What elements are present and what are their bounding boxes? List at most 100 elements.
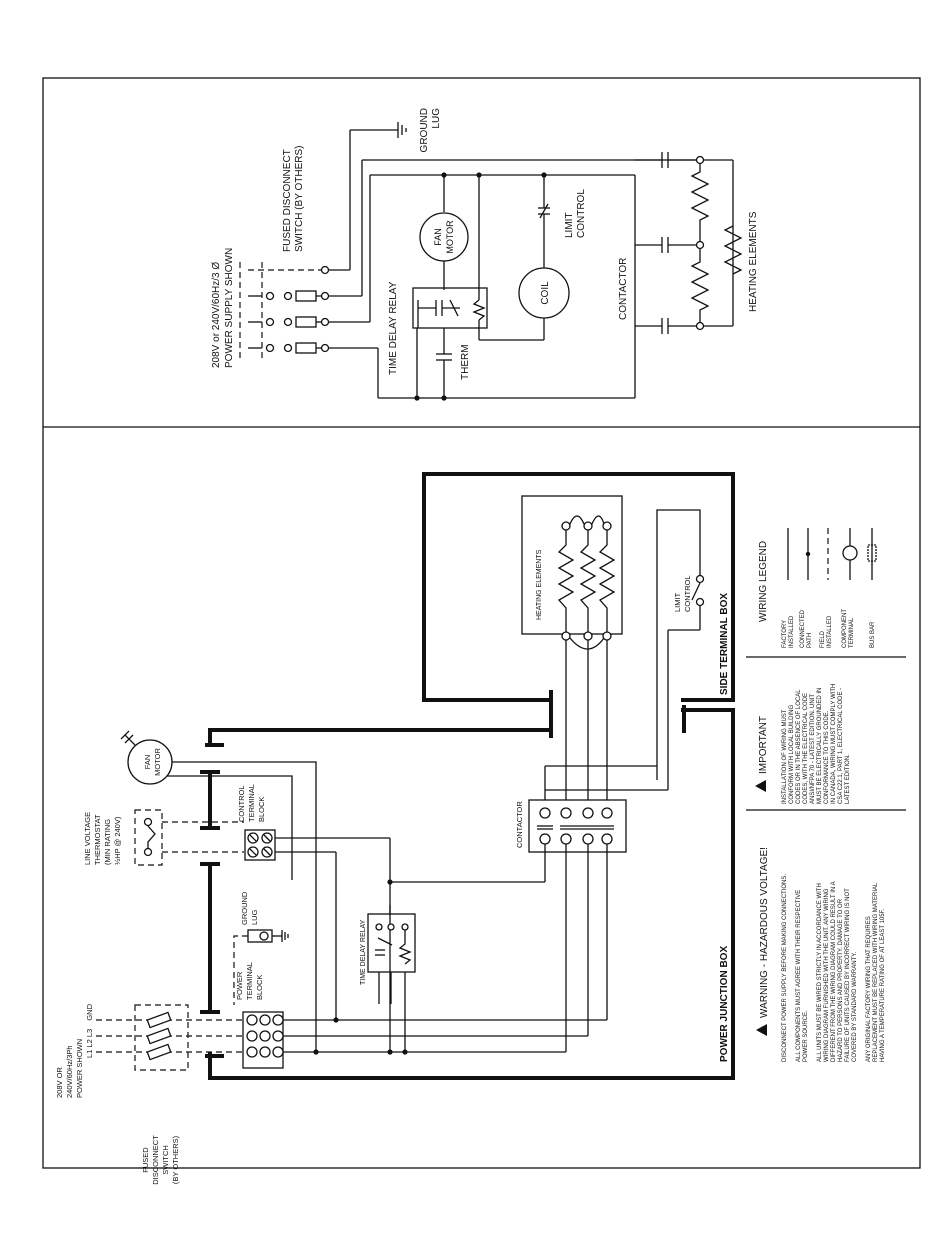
side-terminal-box-label: SIDE TERMINAL BOX	[719, 593, 730, 695]
svg-text:240V/60Hz/3Ph: 240V/60Hz/3Ph	[65, 1045, 74, 1098]
svg-text:DIFFERENT FROM THE WIRING DIAG: DIFFERENT FROM THE WIRING DIAGRAM COULD …	[831, 881, 837, 1062]
important-body: INSTALLATION OF WIRING MUST CONFORM WITH…	[782, 684, 851, 804]
svg-text:MOTOR: MOTOR	[445, 220, 455, 254]
svg-text:CSA C22.1, PART 1, ELECTRICAL: CSA C22.1, PART 1, ELECTRICAL CODE -	[838, 688, 844, 804]
svg-text:ALL COMPONENTS MUST AGREE WITH: ALL COMPONENTS MUST AGREE WITH THEIR RES…	[796, 890, 802, 1062]
bus-bar-icon	[867, 544, 877, 562]
svg-text:!: !	[761, 1031, 767, 1033]
svg-text:!: !	[760, 787, 766, 789]
svg-text:FAN: FAN	[143, 755, 152, 770]
svg-text:BLOCK: BLOCK	[257, 797, 266, 822]
svg-text:LATEST EDITION.: LATEST EDITION.	[845, 754, 851, 804]
ground-icon	[281, 930, 289, 942]
svg-text:(MIN RATING: (MIN RATING	[103, 819, 112, 865]
svg-text:TIME DELAY RELAY: TIME DELAY RELAY	[388, 281, 399, 375]
svg-text:POWER SHOWN: POWER SHOWN	[75, 1039, 84, 1098]
time-delay-relay-label: TIME DELAY RELAY	[360, 919, 367, 985]
svg-text:CONTACTOR: CONTACTOR	[515, 801, 524, 848]
svg-text:TIME DELAY RELAY: TIME DELAY RELAY	[360, 919, 367, 985]
svg-text:SWITCH (BY OTHERS): SWITCH (BY OTHERS)	[294, 146, 305, 252]
power-junction-box	[208, 708, 735, 1080]
wiring-diagram: SIDE TERMINAL BOX HEATING ELEMENTS LIMIT…	[55, 472, 735, 1185]
svg-text:208V or 240V/60Hz/3 Ø: 208V or 240V/60Hz/3 Ø	[211, 262, 222, 368]
legend-bus-bar: BUS BAR	[870, 621, 876, 648]
schematic-contactor	[635, 152, 697, 334]
svg-text:REPLACEMENT MUST BE REPLACED W: REPLACEMENT MUST BE REPLACED WITH WIRING…	[873, 882, 879, 1062]
warning-body: DISCONNECT POWER SUPPLY BEFORE MAKING CO…	[782, 874, 886, 1062]
svg-text:DISCONNECT POWER SUPPLY BEFORE: DISCONNECT POWER SUPPLY BEFORE MAKING CO…	[782, 874, 788, 1062]
svg-text:POWER SUPPLY SHOWN: POWER SUPPLY SHOWN	[224, 248, 235, 368]
svg-text:HEATING ELEMENTS: HEATING ELEMENTS	[536, 549, 543, 620]
schematic-heating-elements	[690, 155, 743, 331]
contactor	[528, 799, 627, 853]
heating-element-coils	[557, 515, 616, 650]
important-note: ! IMPORTANT INSTALLATION OF WIRING MUST …	[755, 684, 851, 804]
svg-text:INSTALLED: INSTALLED	[789, 615, 795, 648]
svg-text:HAZARD TO PERSONS AND PROPERTY: HAZARD TO PERSONS AND PROPERTY. DAMAGE T…	[838, 898, 844, 1062]
fused-switch-label: FUSED DISCONNECT SWITCH (BY OTHERS)	[141, 1135, 180, 1185]
svg-text:CONNECTED: CONNECTED	[800, 609, 806, 648]
svg-text:THERM: THERM	[460, 344, 471, 380]
svg-text:LINE VOLTAGE: LINE VOLTAGE	[83, 812, 92, 865]
svg-text:SIDE TERMINAL BOX: SIDE TERMINAL BOX	[719, 593, 730, 695]
power-terminal-block-label: POWER TERMINAL BLOCK	[235, 962, 264, 1000]
time-delay-relay-internals	[375, 923, 412, 965]
svg-text:LUG: LUG	[431, 108, 442, 129]
svg-text:GND: GND	[85, 1003, 94, 1020]
svg-text:MUST BE ELECTRICALLY GROUNDED: MUST BE ELECTRICALLY GROUNDED IN	[817, 688, 823, 804]
ground-lug-label: GROUND LUG	[240, 891, 259, 925]
svg-text:COVERED BY STANDARD WARRANTY.: COVERED BY STANDARD WARRANTY.	[852, 952, 858, 1062]
svg-text:FAN: FAN	[433, 228, 443, 246]
svg-text:FAILURE OF UNITS CAUSED BY INC: FAILURE OF UNITS CAUSED BY INCORRECT WIR…	[845, 888, 851, 1062]
svg-text:DISCONNECT: DISCONNECT	[151, 1135, 160, 1185]
schematic-therm-label: THERM	[460, 344, 471, 380]
l1-l2-l3-label: L1 L2 L3	[85, 1029, 94, 1058]
schematic-diagram: GROUND LUG FUSED DIS	[211, 108, 759, 401]
fused-disconnect-switch	[134, 1004, 189, 1071]
warning-note: ! WARNING - HAZARDOUS VOLTAGE! DISCONNEC…	[756, 847, 886, 1062]
svg-text:GROUND: GROUND	[419, 108, 430, 152]
page-border	[42, 77, 921, 1169]
svg-text:POWER JUNCTION BOX: POWER JUNCTION BOX	[719, 946, 730, 1062]
svg-text:SWITCH: SWITCH	[161, 1145, 170, 1175]
svg-text:CONTROL: CONTROL	[576, 189, 587, 238]
svg-text:HEATING ELEMENTS: HEATING ELEMENTS	[748, 211, 759, 312]
svg-text:INSTALLATION OF WIRING MUST: INSTALLATION OF WIRING MUST	[782, 709, 788, 804]
svg-text:FUSED: FUSED	[141, 1147, 150, 1173]
warning-title: WARNING - HAZARDOUS VOLTAGE!	[759, 847, 770, 1018]
contactor-label: CONTACTOR	[515, 801, 524, 848]
side-terminal-box	[422, 472, 735, 702]
svg-text:BLOCK: BLOCK	[255, 975, 264, 1000]
svg-text:HAVING A TEMPERATURE RATING OF: HAVING A TEMPERATURE RATING OF AT LEAST …	[880, 908, 886, 1062]
svg-text:INSTALLED: INSTALLED	[827, 615, 833, 648]
schematic-time-delay-relay	[412, 287, 488, 329]
fuse-icons	[146, 1011, 172, 1061]
heating-elements-label: HEATING ELEMENTS	[536, 549, 543, 620]
thermostat-label: LINE VOLTAGE THERMOSTAT (MIN RATING ½HP …	[83, 812, 122, 865]
power-shown-label: 208V OR 240V/60Hz/3Ph POWER SHOWN	[55, 1039, 84, 1098]
svg-text:LIMIT: LIMIT	[564, 212, 575, 238]
limit-control-label: LIMIT CONTROL	[673, 575, 692, 612]
schematic-contactor-label: CONTACTOR	[618, 258, 629, 320]
ground-lug-icon	[350, 122, 407, 138]
svg-text:FIELD: FIELD	[820, 630, 826, 648]
svg-text:CONTROL: CONTROL	[683, 575, 692, 612]
svg-text:CONTACTOR: CONTACTOR	[618, 258, 629, 320]
svg-text:POWER: POWER	[235, 971, 244, 1000]
schematic-power-supply-label: 208V or 240V/60Hz/3 Ø POWER SUPPLY SHOWN	[211, 248, 235, 368]
important-title: IMPORTANT	[758, 716, 769, 774]
legend-factory-installed: FACTORY INSTALLED	[782, 615, 795, 648]
svg-text:(BY OTHERS): (BY OTHERS)	[171, 1135, 180, 1184]
svg-text:PATH: PATH	[807, 633, 813, 648]
svg-text:TERMINAL: TERMINAL	[247, 784, 256, 822]
legend-component-terminal: COMPONENT TERMINAL	[842, 609, 855, 648]
power-terminals	[246, 1014, 284, 1058]
wiring-legend: WIRING LEGEND FACTORY INSTALLED CONNECTE…	[758, 528, 877, 648]
svg-text:CONFORMANCE TO THIS CODE.: CONFORMANCE TO THIS CODE.	[824, 710, 830, 804]
svg-text:MOTOR: MOTOR	[153, 748, 162, 776]
svg-text:LUG: LUG	[250, 909, 259, 925]
power-terminal-block	[242, 1011, 284, 1069]
schematic-limit-control-label: LIMIT CONTROL	[564, 189, 587, 238]
control-terminal-block	[244, 829, 276, 861]
